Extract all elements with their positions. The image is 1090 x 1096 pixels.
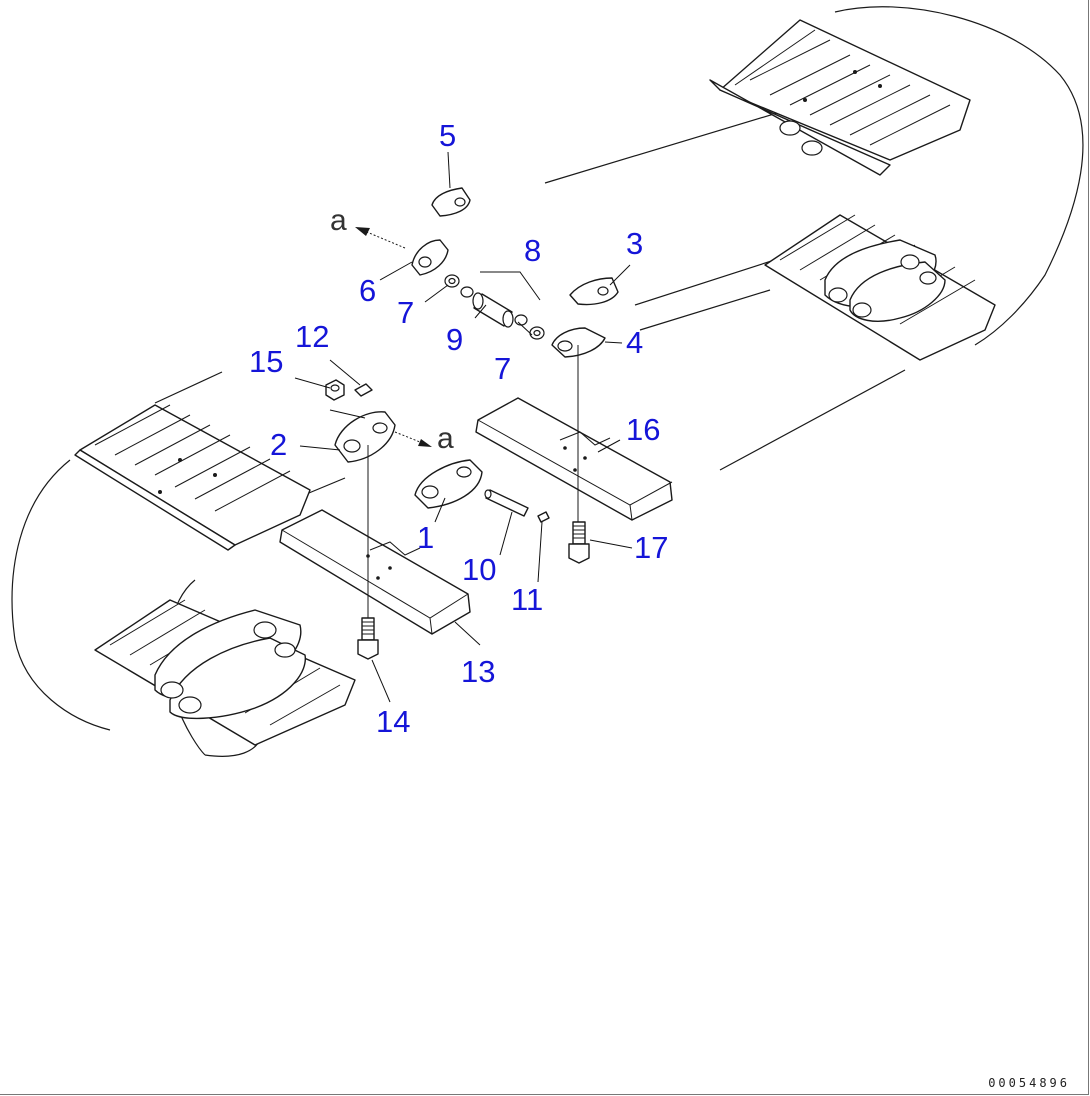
view-arrow-lower (394, 431, 432, 447)
callout-3: 3 (626, 226, 644, 261)
callout-12: 12 (295, 319, 330, 354)
part-7-washer-right (514, 314, 545, 340)
callout-5: 5 (439, 118, 457, 153)
part-12-bolt (354, 383, 373, 397)
callout-9: 9 (446, 322, 464, 357)
callout-17: 17 (634, 530, 669, 565)
view-arrow-upper (355, 227, 406, 249)
part-3-link-half (569, 277, 619, 306)
part-8-bracket (480, 271, 541, 301)
part-1-master-link (414, 459, 483, 509)
part-10-pin (484, 489, 529, 517)
part-7-washer-left (444, 274, 474, 298)
part-5-link-half (431, 187, 471, 217)
view-ref-lower: a (437, 422, 454, 455)
part-6-link-half (411, 239, 449, 276)
callout-14: 14 (376, 704, 411, 739)
callout-leaders (294, 151, 633, 703)
part-15-nut (325, 379, 345, 401)
lower-link-group (94, 599, 356, 746)
view-ref-upper: a (330, 204, 347, 237)
callout-6: 6 (359, 273, 377, 308)
part-4-link-half (551, 327, 606, 358)
callout-8: 8 (524, 233, 542, 268)
callout-11: 11 (511, 582, 544, 617)
part-9-bushing (472, 292, 514, 328)
left-track-shoes (74, 404, 311, 551)
callout-7-right: 7 (494, 351, 512, 386)
part-16-shoe (475, 397, 673, 521)
callout-13: 13 (461, 654, 496, 689)
part-11-stopper (537, 511, 550, 523)
part-14-bolt (357, 617, 379, 660)
drawing-number: 00054896 (988, 1076, 1070, 1090)
callout-4: 4 (626, 325, 644, 360)
callout-1: 1 (417, 520, 435, 555)
callout-2: 2 (270, 427, 288, 462)
right-link-group (764, 214, 996, 361)
part-13-shoe (279, 509, 471, 635)
callout-7-left: 7 (397, 295, 415, 330)
part-2-master-link (334, 411, 396, 463)
callout-15: 15 (249, 344, 284, 379)
callout-16: 16 (626, 412, 661, 447)
part-17-bolt (568, 521, 590, 564)
upper-track-shoes (709, 19, 971, 176)
callout-10: 10 (462, 552, 497, 587)
